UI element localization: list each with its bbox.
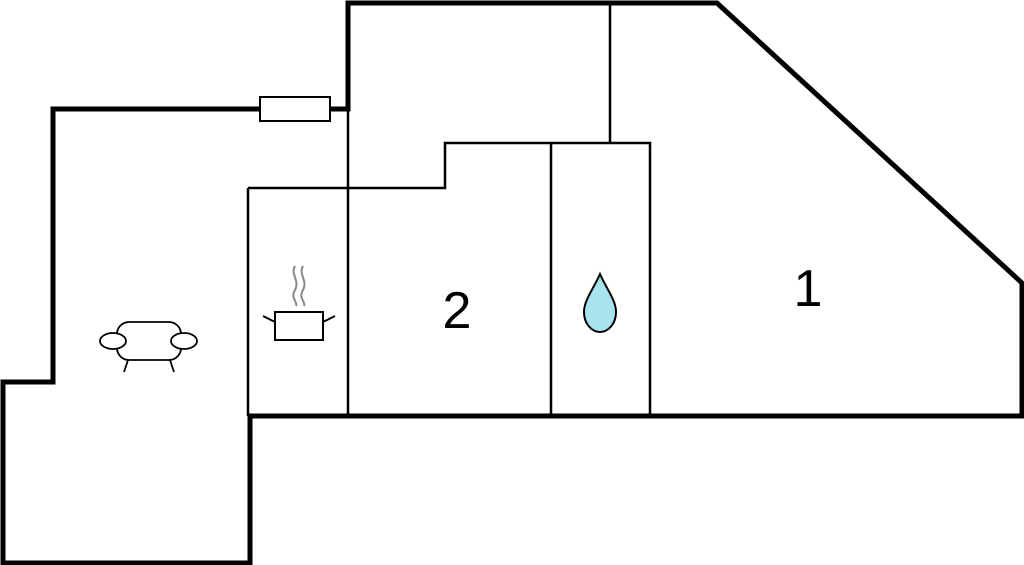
sofa-icon [99,321,198,373]
window [259,96,331,122]
interior-walls [246,3,652,416]
wall-step [248,141,652,416]
cooking-pot-icon [262,265,336,341]
room-2-label: 2 [443,282,472,340]
room-1-label: 1 [794,260,823,318]
water-drop-icon [582,271,618,334]
